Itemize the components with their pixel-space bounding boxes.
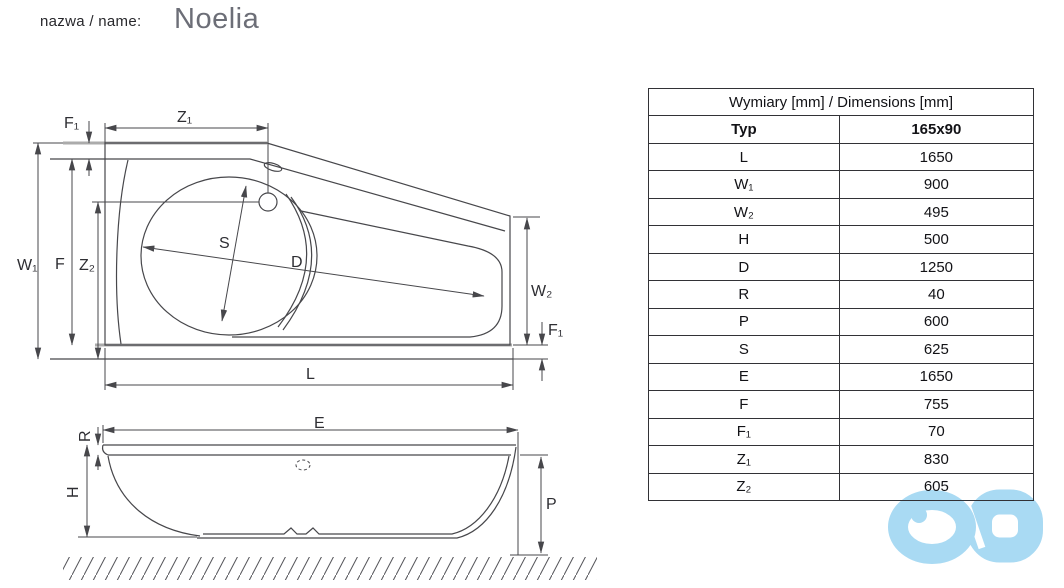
rim-inner-left-curve xyxy=(115,159,129,345)
dim-label-z1: Z₁ xyxy=(177,109,192,126)
side-view-labels: E R H P xyxy=(65,415,557,513)
dim-name-cell: L xyxy=(649,143,840,171)
dim-label-s: S xyxy=(219,235,230,252)
dim-name-cell: Typ xyxy=(649,116,840,143)
dim-label-l: L xyxy=(306,366,315,383)
dim-name-cell: H xyxy=(649,226,840,253)
dim-name-cell: E xyxy=(649,363,840,391)
side-view-outline xyxy=(101,432,519,555)
dim-value-cell: 900 xyxy=(923,176,949,194)
product-name: Noelia xyxy=(174,3,260,35)
rim-left-roll xyxy=(101,444,109,456)
dim-value-cell: 605 xyxy=(923,478,949,496)
profile-left-curve xyxy=(107,455,201,537)
dim-name-cell: R xyxy=(649,281,840,308)
profile-bottom-outer xyxy=(197,446,517,539)
dim-name-cell: Z₁ xyxy=(649,446,840,473)
logo-dot xyxy=(911,507,927,523)
logo-ring xyxy=(888,490,976,564)
dim-value-cell: 600 xyxy=(923,313,949,331)
table-row: E 1650 xyxy=(649,362,1033,391)
dim-value-cell: 1650 xyxy=(919,148,954,166)
table-row: F 755 xyxy=(649,390,1033,418)
table-row: F₁ 70 xyxy=(649,417,1033,446)
dim-value-cell: 495 xyxy=(923,203,949,221)
dim-label-h: H xyxy=(65,486,82,498)
tub-outer-outline xyxy=(104,142,511,346)
dim-value-cell: 1250 xyxy=(919,258,954,276)
plan-view-labels: F₁ Z₁ W₁ F Z₂ S D W₂ F₁ L xyxy=(17,109,563,383)
table-row: Z₂ 605 xyxy=(649,472,1033,501)
dim-name-cell: F xyxy=(649,391,840,418)
overflow-hole xyxy=(263,162,283,172)
ground-hatch xyxy=(63,557,597,580)
dim-name-cell: W₁ xyxy=(649,171,840,198)
table-title: Wymiary [mm] / Dimensions [mm] xyxy=(728,93,954,111)
dim-name-cell: S xyxy=(649,336,840,363)
dim-name-cell: P xyxy=(649,308,840,336)
side-view-dimensions xyxy=(63,425,597,580)
dim-name-cell: W₂ xyxy=(649,198,840,226)
table-row: W₂ 495 xyxy=(649,197,1033,226)
dim-label-e: E xyxy=(314,415,325,432)
table-row: P 600 xyxy=(649,307,1033,336)
dim-name-cell: D xyxy=(649,253,840,281)
plan-view-dimensions xyxy=(33,121,548,390)
dim-name-cell: F₁ xyxy=(649,418,840,446)
dim-value-cell: 625 xyxy=(923,340,949,358)
dim-label-z2: Z₂ xyxy=(79,257,95,274)
profile-bottom-inner xyxy=(203,455,510,535)
dim-value-cell: 1650 xyxy=(919,368,954,386)
drain-dashed xyxy=(295,459,311,471)
dim-value-cell: 500 xyxy=(923,231,949,249)
table-row: Z₁ 830 xyxy=(649,445,1033,473)
dim-label-f1-right: F₁ xyxy=(548,322,563,339)
table-row: H 500 xyxy=(649,225,1033,253)
dim-value-cell: 755 xyxy=(923,395,949,413)
basin-right-outline xyxy=(232,210,503,338)
dim-label-w1: W₁ xyxy=(17,257,38,274)
rim-inner-top xyxy=(50,158,506,232)
table-row: D 1250 xyxy=(649,252,1033,281)
dim-d xyxy=(142,245,485,298)
table-row: L 1650 xyxy=(649,142,1033,171)
table-row: W₁ 900 xyxy=(649,170,1033,198)
dim-label-r: R xyxy=(77,430,94,442)
dim-label-w2: W₂ xyxy=(531,283,552,300)
dim-label-f: F xyxy=(55,256,65,273)
dim-label-p: P xyxy=(546,496,557,513)
dim-value-cell: 40 xyxy=(928,286,945,304)
logo-d-shape xyxy=(967,489,1043,563)
table-row: S 625 xyxy=(649,335,1033,363)
plan-view-outline xyxy=(50,141,513,360)
dimensions-table: Wymiary [mm] / Dimensions [mm] Typ 165x9… xyxy=(648,88,1034,501)
table-row: R 40 xyxy=(649,280,1033,308)
drain-hole xyxy=(258,192,278,212)
dim-value-cell: 830 xyxy=(923,450,949,468)
dim-name-cell: Z₂ xyxy=(649,473,840,501)
name-field-label: nazwa / name: xyxy=(40,13,142,30)
dim-s xyxy=(220,185,248,322)
dim-label-f1-top: F₁ xyxy=(64,115,79,132)
dim-value-cell: 165x90 xyxy=(911,121,962,139)
table-row-typ: Typ 165x90 xyxy=(649,115,1033,143)
dim-label-d: D xyxy=(291,254,303,271)
dim-value-cell: 70 xyxy=(928,423,945,441)
